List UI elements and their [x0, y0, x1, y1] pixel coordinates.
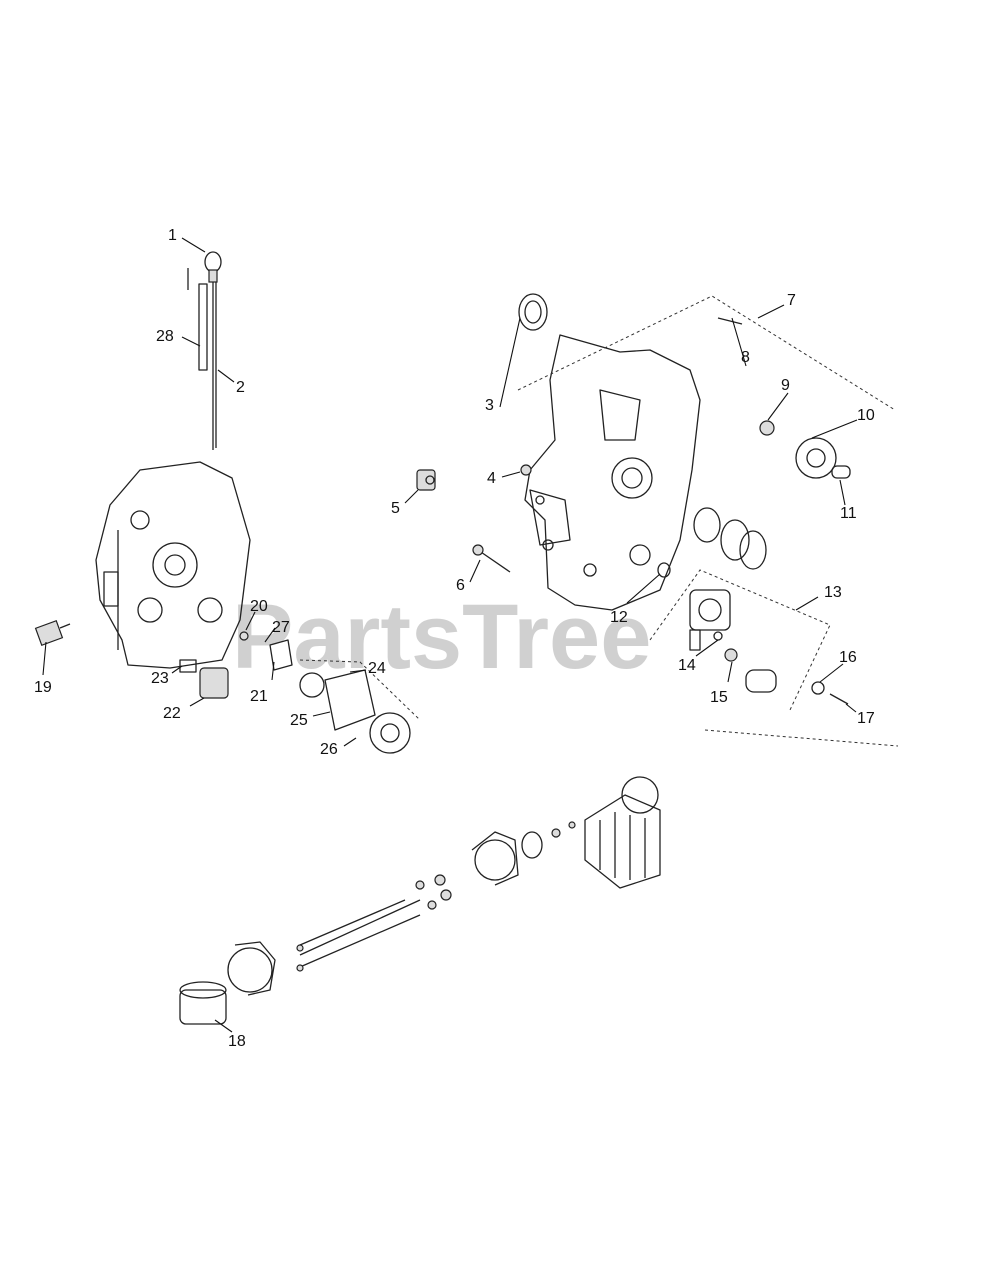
callout-18: 18 [228, 1033, 246, 1050]
callout-26: 26 [320, 741, 338, 758]
callout-20: 20 [250, 598, 268, 615]
callout-17: 17 [857, 710, 875, 727]
leader-lines [42, 237, 858, 1033]
group-7-bracket [517, 295, 896, 411]
watermark-text: PartsTree [232, 586, 651, 688]
callout-14: 14 [678, 657, 696, 674]
oil-filter-assembly [179, 776, 661, 1025]
callout-23: 23 [151, 670, 169, 687]
callout-12: 12 [610, 609, 628, 626]
callout-21: 21 [250, 688, 268, 705]
callout-labels: 1 2 3 4 5 6 7 8 9 10 11 12 13 14 15 16 1… [34, 227, 875, 1050]
oil-pump-parts [299, 659, 421, 754]
callout-9: 9 [781, 377, 790, 394]
small-parts-left [179, 631, 293, 699]
callout-22: 22 [163, 705, 181, 722]
callout-7: 7 [787, 292, 796, 309]
callout-28: 28 [156, 328, 174, 345]
bushing-part-9 [759, 420, 775, 436]
callout-3: 3 [485, 397, 494, 414]
callout-6: 6 [456, 577, 465, 594]
callout-2: 2 [236, 379, 245, 396]
callout-19: 19 [34, 679, 52, 696]
oil-seal-part-3 [518, 293, 548, 331]
callout-11: 11 [840, 505, 857, 522]
closure-plate-left [95, 461, 251, 669]
nut-part-4 [520, 464, 532, 476]
callout-16: 16 [839, 649, 857, 666]
callout-1: 1 [168, 227, 177, 244]
fitting-part-19 [34, 620, 71, 646]
gear-part-10 [795, 437, 851, 479]
dipstick-assembly [187, 251, 222, 450]
screw-part-17 [829, 693, 849, 705]
bolt-part-6 [472, 544, 511, 573]
callout-27: 27 [272, 619, 290, 636]
callout-5: 5 [391, 500, 400, 517]
group-13-bracket [704, 729, 899, 747]
closure-plate-main [524, 334, 701, 611]
callout-4: 4 [487, 470, 496, 487]
callout-8: 8 [741, 349, 750, 366]
callout-10: 10 [857, 407, 875, 424]
callout-15: 15 [710, 689, 728, 706]
callout-24: 24 [368, 660, 386, 677]
governor-assembly-13 [649, 569, 831, 711]
gaskets-and-rings [657, 507, 767, 578]
callout-13: 13 [824, 584, 842, 601]
pin-part-8 [717, 317, 743, 325]
sensor-part-5 [416, 469, 436, 491]
washer-part-16 [811, 681, 825, 695]
callout-25: 25 [290, 712, 308, 729]
